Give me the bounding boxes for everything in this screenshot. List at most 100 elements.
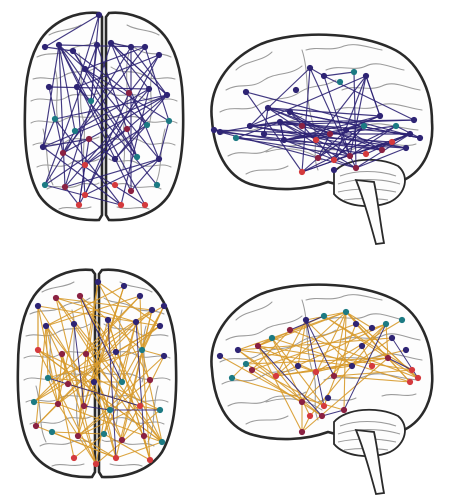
network-edge xyxy=(96,44,138,158)
network-node xyxy=(39,143,47,151)
network-edge xyxy=(64,186,80,206)
network-node xyxy=(320,312,328,320)
network-edge xyxy=(267,107,331,135)
network-edge xyxy=(245,363,325,407)
panel-top-right-sagittal xyxy=(210,33,434,246)
network-edge xyxy=(107,319,117,459)
network-edge xyxy=(37,305,161,327)
network-edge xyxy=(297,319,307,367)
network-edge xyxy=(333,375,411,383)
network-node xyxy=(136,292,144,300)
network-node xyxy=(410,116,418,124)
network-node xyxy=(348,362,356,370)
network-edge xyxy=(95,409,161,465)
network-node xyxy=(376,112,384,120)
node-layer xyxy=(39,11,173,209)
network-edge xyxy=(301,323,387,403)
node-layer xyxy=(210,64,424,176)
network-edge xyxy=(237,349,323,417)
network-node xyxy=(140,432,148,440)
network-edge xyxy=(42,94,168,148)
network-node xyxy=(350,68,358,76)
network-node xyxy=(146,376,154,384)
network-node xyxy=(117,201,125,209)
network-node xyxy=(292,86,300,94)
network-edge xyxy=(62,152,146,206)
network-node xyxy=(75,201,83,209)
network-edge xyxy=(76,86,92,102)
network-node xyxy=(163,91,171,99)
network-node xyxy=(378,146,386,154)
network-edge xyxy=(114,94,168,160)
network-node xyxy=(76,292,84,300)
network-edge xyxy=(120,88,150,206)
network-node xyxy=(48,428,56,436)
network-edge xyxy=(90,14,100,102)
network-node xyxy=(330,166,338,174)
network-edge xyxy=(54,94,168,120)
network-edge xyxy=(58,44,76,132)
network-edge xyxy=(72,50,86,70)
network-edge xyxy=(135,321,145,437)
network-edge xyxy=(88,138,116,160)
network-node xyxy=(42,322,50,330)
network-edge xyxy=(141,349,165,357)
network-node xyxy=(246,122,254,130)
network-edge xyxy=(115,351,163,443)
network-edge xyxy=(349,125,397,157)
network-edge xyxy=(289,329,419,379)
network-node xyxy=(336,78,344,86)
network-edge xyxy=(42,118,56,148)
network-edge xyxy=(55,297,145,437)
network-node xyxy=(69,47,77,55)
network-node xyxy=(123,125,131,133)
network-edge xyxy=(42,138,90,148)
network-node xyxy=(92,460,100,468)
network-node xyxy=(81,161,89,169)
panel-top-left-axial xyxy=(23,11,185,222)
network-node xyxy=(127,187,135,195)
network-node xyxy=(388,334,396,342)
network-node xyxy=(330,156,338,164)
network-edge xyxy=(47,377,59,405)
network-edge xyxy=(144,46,170,122)
network-edge xyxy=(73,433,105,459)
network-node xyxy=(138,346,146,354)
network-edge xyxy=(77,379,151,437)
network-edge xyxy=(301,157,319,173)
network-node xyxy=(368,324,376,332)
network-node xyxy=(70,454,78,462)
network-edge xyxy=(83,405,111,411)
network-node xyxy=(342,308,350,316)
network-edge xyxy=(54,118,122,206)
network-node xyxy=(320,402,328,410)
network-edge xyxy=(279,121,357,169)
network-edge xyxy=(62,46,146,154)
network-edge xyxy=(130,46,168,96)
network-node xyxy=(408,366,416,374)
network-edge xyxy=(245,357,389,365)
network-node xyxy=(146,456,154,464)
network-edge xyxy=(283,115,381,141)
network-edge xyxy=(79,295,123,383)
network-node xyxy=(210,126,218,134)
network-node xyxy=(362,72,370,80)
network-edge xyxy=(77,435,117,459)
network-node xyxy=(320,72,328,80)
network-node xyxy=(272,372,280,380)
network-node xyxy=(81,191,89,199)
network-node xyxy=(141,43,149,51)
network-edge xyxy=(45,325,111,411)
network-node xyxy=(71,127,79,135)
network-node xyxy=(260,130,268,138)
network-node xyxy=(298,122,306,130)
network-node xyxy=(232,134,240,142)
network-node xyxy=(392,122,400,130)
network-node xyxy=(133,153,141,161)
network-edge xyxy=(275,357,389,377)
network-node xyxy=(228,374,236,382)
network-node xyxy=(216,128,224,136)
network-node xyxy=(41,43,49,51)
network-node xyxy=(362,150,370,158)
network-node xyxy=(112,454,120,462)
